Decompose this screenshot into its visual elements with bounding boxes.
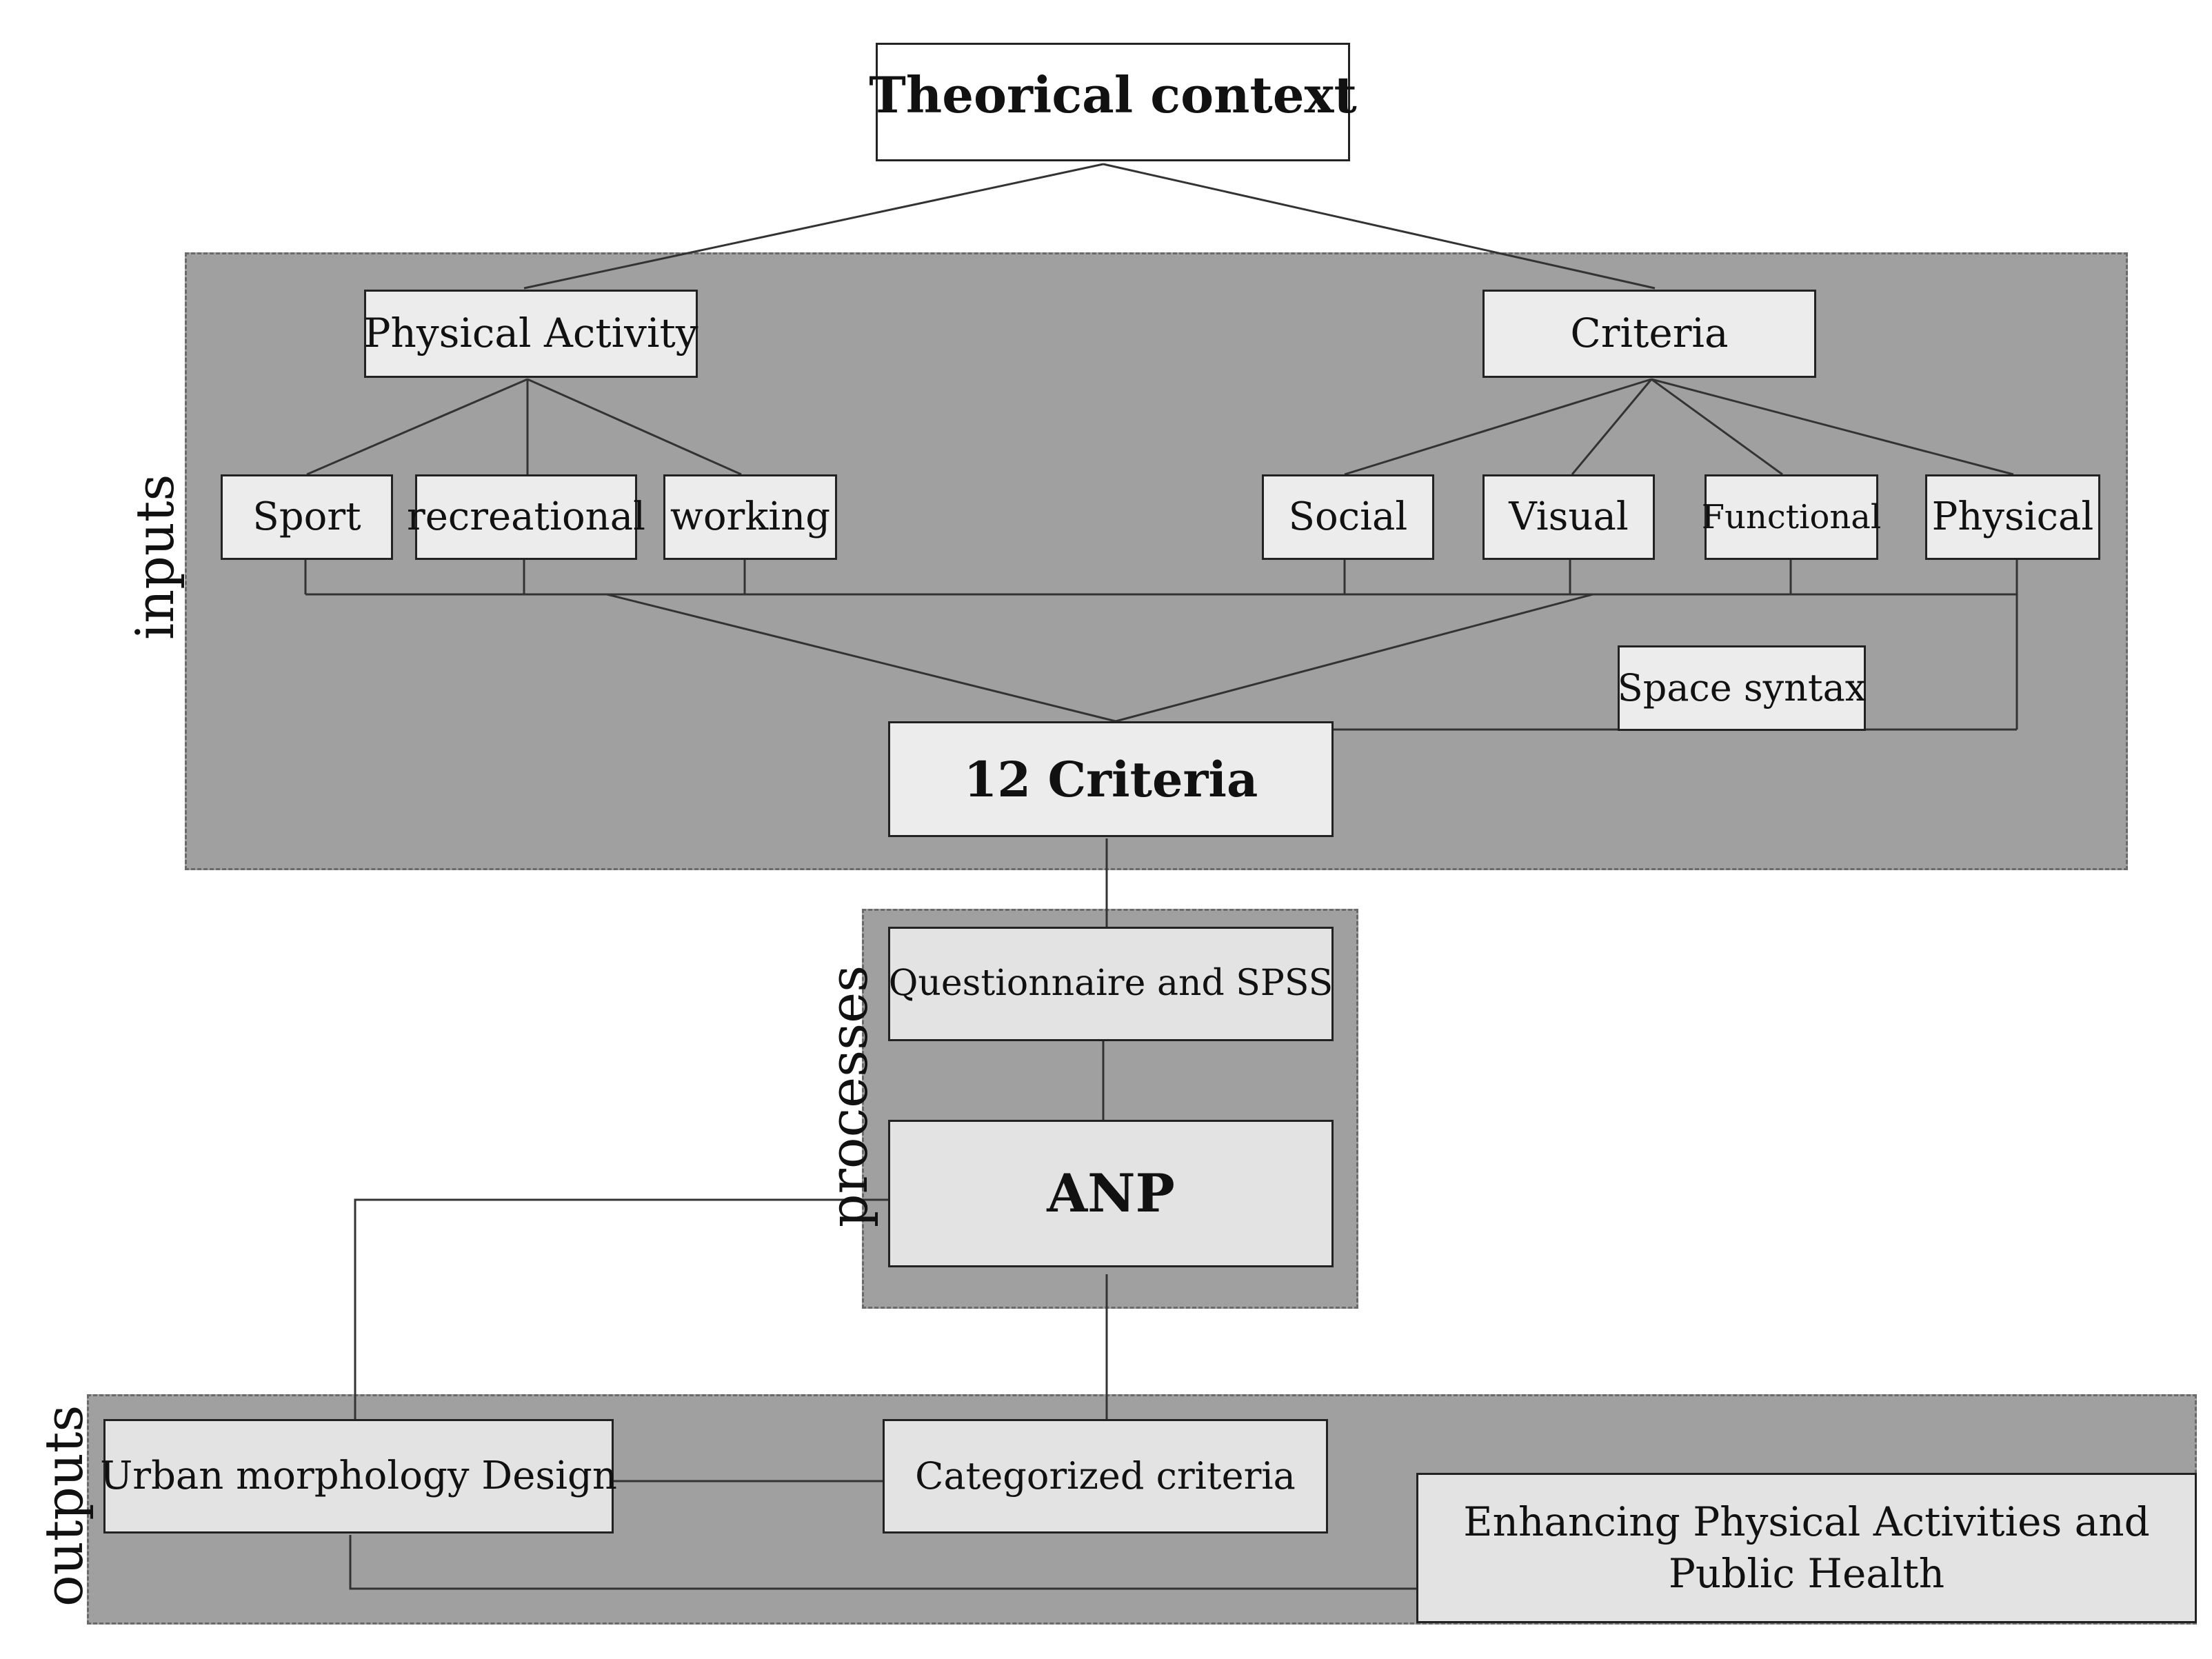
connector-pa-working <box>527 378 742 476</box>
label-processes: processes <box>818 965 879 1228</box>
node-anp: ANP <box>888 1120 1334 1267</box>
node-criteria: Criteria <box>1482 290 1816 378</box>
node-recreational: recreational <box>407 474 645 560</box>
node-working: working <box>663 474 837 560</box>
node-space-syntax: Space syntax <box>1618 645 1866 731</box>
connector-criteria-visual <box>1571 379 1653 475</box>
connector-criteria-functional <box>1651 378 1783 476</box>
node-functional: Functional <box>1702 474 1881 560</box>
connector-criteria-social <box>1344 378 1652 476</box>
connector-pa-sport <box>306 378 528 476</box>
node-physical: Physical <box>1925 474 2100 560</box>
label-inputs: inputs <box>124 474 185 640</box>
node-visual: Visual <box>1482 474 1655 560</box>
connector-root-criteria <box>1103 163 1656 290</box>
node-12-criteria: 12 Criteria <box>888 721 1334 837</box>
node-questionnaire-spss: Questionnaire and SPSS <box>888 927 1334 1041</box>
connector-bus-12criteria-right <box>1115 593 1593 723</box>
connector-root-physical-activity <box>523 163 1104 290</box>
connector-anp-urban <box>354 1198 889 1420</box>
node-sport: Sport <box>221 474 393 560</box>
label-outputs: outputs <box>33 1405 94 1607</box>
node-theorical-context: Theorical context <box>869 43 1357 161</box>
node-categorized-criteria: Categorized criteria <box>883 1419 1328 1534</box>
node-social: Social <box>1262 474 1434 560</box>
node-enhancing-physical-activities: Enhancing Physical Activities and Public… <box>1416 1473 2197 1623</box>
connector-urban-enhancing <box>349 1535 1417 1590</box>
connector-bus-12criteria-left <box>606 593 1116 723</box>
connector-criteria-physical <box>1651 378 2014 476</box>
node-physical-activity: Physical Activity <box>363 290 698 378</box>
node-urban-morphology-design: Urban morphology Design <box>100 1419 617 1534</box>
